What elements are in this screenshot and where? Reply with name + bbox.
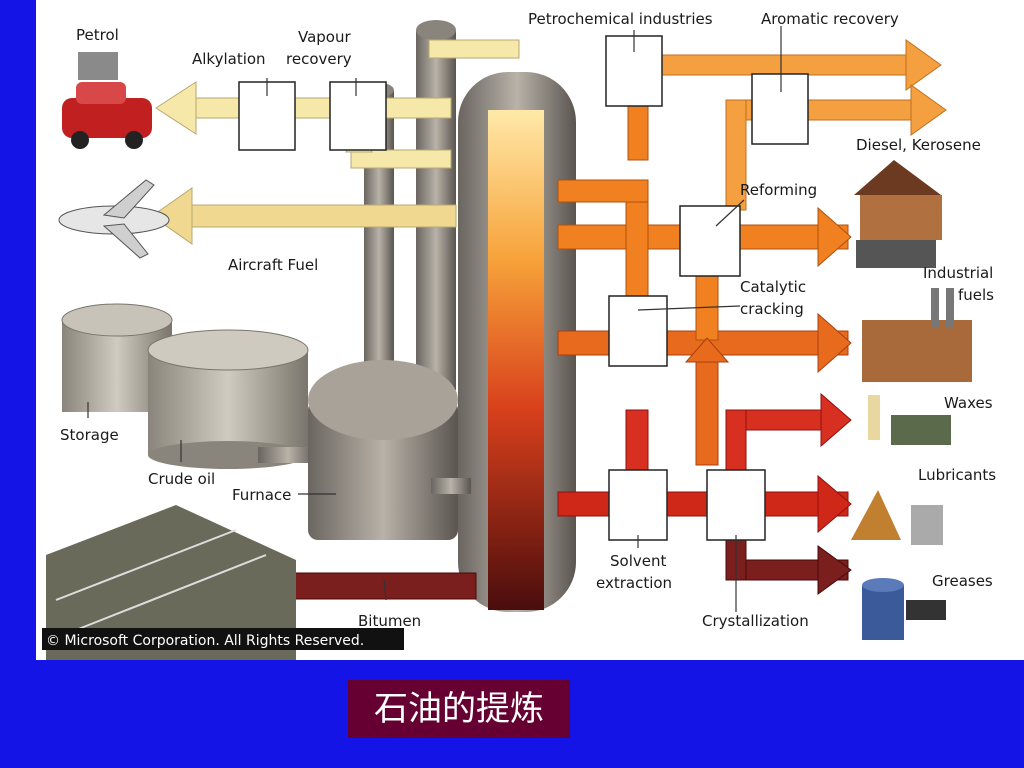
label-extraction: extraction [596,574,672,592]
label-cracking: cracking [740,300,804,318]
slide-caption: 石油的提炼 [348,680,570,738]
label-storage: Storage [60,426,119,444]
highway-icon [46,505,296,660]
furnace [258,360,471,540]
crystallization-box [706,469,766,541]
label-industrial: Industrial [923,264,993,282]
arrow-petrochemical [655,39,942,91]
label-petrochemical: Petrochemical industries [528,10,713,28]
arrow-waxes [625,392,852,481]
oil-can-icon [851,490,943,545]
leader-lines [87,26,782,612]
refinery-diagram: Petrol Alkylation Vapour recovery Petroc… [42,10,996,660]
label-alkylation: Alkylation [192,50,266,68]
label-lubricants: Lubricants [918,466,996,484]
label-vapour: Vapour [298,28,351,46]
solvent-box [608,469,668,541]
diagram-panel: Petrol Alkylation Vapour recovery Petroc… [36,0,1024,660]
reforming-box [679,205,741,277]
distillation-towers [364,20,576,612]
arrow-aircraft-fuel [151,187,457,245]
petrol-car-icon [62,52,152,149]
arrow-petrol [155,81,452,135]
label-aromatic: Aromatic recovery [761,10,899,28]
label-crude-oil: Crude oil [148,470,215,488]
label-diesel: Diesel, Kerosene [856,136,981,154]
grease-tin-icon [862,578,946,640]
house-icon [854,160,942,268]
label-reforming: Reforming [740,181,817,199]
label-petrol: Petrol [76,26,119,44]
labels: Petrol Alkylation Vapour recovery Petroc… [42,10,996,650]
label-solvent: Solvent [610,552,666,570]
label-catalytic: Catalytic [740,278,806,296]
label-bitumen: Bitumen [358,612,421,630]
aromatic-box [751,73,809,145]
arrow-lubricants [557,474,852,534]
label-furnace: Furnace [232,486,291,504]
copyright-notice: © Microsoft Corporation. All Rights Rese… [46,633,364,649]
label-aircraft-fuel: Aircraft Fuel [228,256,318,274]
label-fuels: fuels [958,286,994,304]
label-crystallization: Crystallization [702,612,809,630]
catalytic-box [608,295,668,367]
label-recovery: recovery [286,50,352,68]
label-greases: Greases [932,572,993,590]
process-boxes [238,35,809,541]
candle-icon [868,395,951,445]
factory-icon [862,288,972,382]
vapour-recovery-box [329,81,387,151]
airplane-icon [58,179,170,259]
label-waxes: Waxes [944,394,993,412]
